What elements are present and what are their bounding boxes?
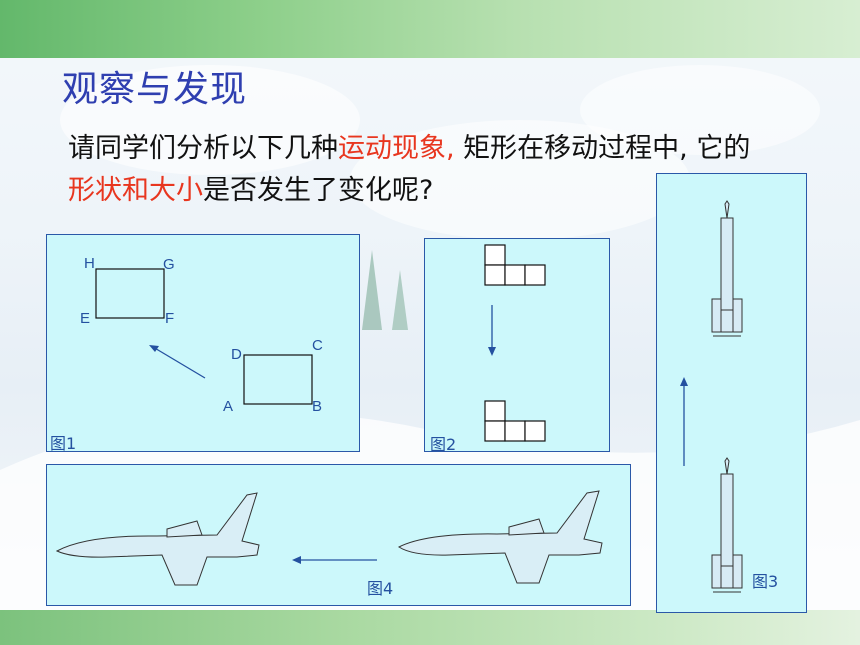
figure-1-panel: H G E F D C A B 图1 [46, 234, 360, 453]
figure-1-drawing [95, 268, 313, 405]
figure-4-drawing [55, 490, 603, 586]
motion-arrowhead [149, 345, 159, 352]
intro-text-part-3: 是否发生了变化呢? [203, 175, 434, 206]
figure-4-label: 图4 [367, 579, 394, 598]
point-label-g: G [163, 256, 175, 273]
figure-4-panel: 图4 [46, 464, 631, 606]
left-arrowhead [292, 556, 301, 564]
figure-3-drawing [680, 200, 743, 593]
figure-2-drawing [484, 244, 546, 442]
point-label-f: F [165, 310, 175, 327]
down-arrowhead [488, 347, 496, 356]
square-shape-bottom [484, 400, 546, 442]
top-decor-band [0, 0, 860, 58]
point-label-b: B [312, 398, 323, 415]
figure-3-panel: 图3 [656, 173, 807, 613]
figure-2-panel: 图2 [424, 238, 610, 454]
intro-text: 请同学们分析以下几种运动现象, 矩形在移动过程中, 它的形状和大小是否发生了变化… [68, 128, 768, 212]
point-label-h: H [84, 255, 95, 272]
figure-1-label: 图1 [50, 434, 77, 453]
rectangle-efgh [95, 268, 165, 319]
point-label-c: C [312, 337, 323, 354]
up-arrowhead [680, 377, 688, 386]
airplane-left [55, 492, 260, 586]
rocket-top [711, 200, 743, 337]
rocket-bottom [711, 457, 743, 593]
point-label-d: D [231, 346, 242, 363]
slide-title: 观察与发现 [62, 69, 248, 110]
point-label-a: A [223, 398, 234, 415]
airplane-right [397, 490, 603, 584]
motion-arrow-line [152, 346, 206, 379]
bottom-decor-band [0, 610, 860, 645]
rectangle-abcd [243, 354, 313, 405]
figure-2-label: 图2 [430, 435, 457, 454]
intro-text-part-1: 请同学们分析以下几种 [68, 133, 338, 164]
intro-text-part-2: 矩形在移动过程中, 它的 [454, 133, 751, 164]
intro-highlight-motion: 运动现象, [338, 133, 455, 164]
intro-highlight-shape-size: 形状和大小 [68, 175, 203, 206]
point-label-e: E [80, 310, 91, 327]
figure-3-label: 图3 [752, 572, 779, 591]
square-shape-top [484, 244, 546, 286]
